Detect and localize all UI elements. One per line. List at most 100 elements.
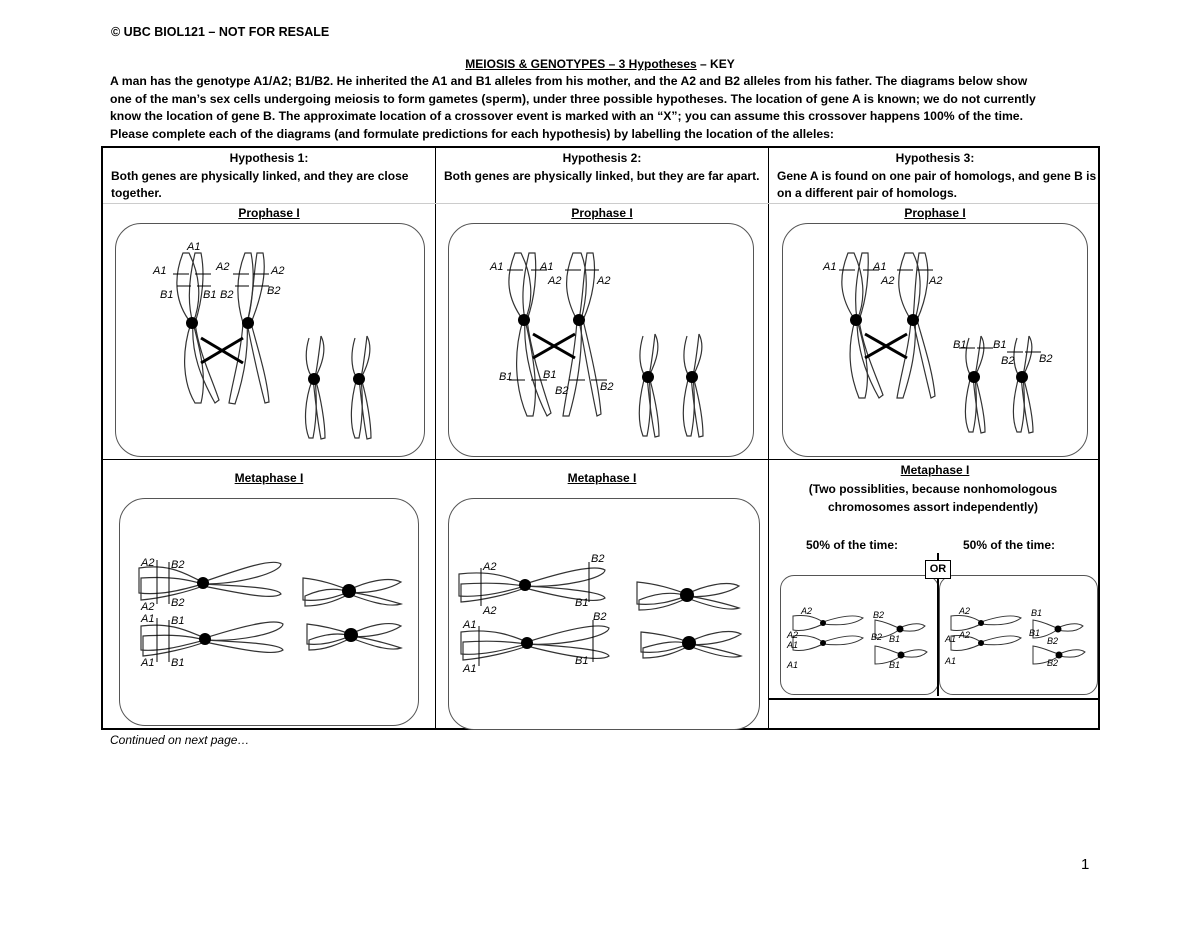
svg-text:B2: B2: [873, 610, 884, 620]
svg-text:B1: B1: [889, 660, 900, 670]
svg-text:A1: A1: [152, 265, 166, 277]
svg-text:B2: B2: [1047, 658, 1058, 668]
svg-text:B1: B1: [953, 339, 966, 351]
svg-text:A1: A1: [539, 261, 553, 273]
svg-text:B1: B1: [203, 289, 216, 301]
hyp3-baseline: [769, 698, 1098, 700]
metaphase-label-2: Metaphase I: [567, 471, 637, 485]
svg-text:B1: B1: [160, 289, 173, 301]
hypothesis-3-desc: Gene A is found on one pair of homologs,…: [777, 169, 1097, 200]
svg-text:A2: A2: [596, 275, 610, 287]
title-main: MEIOSIS & GENOTYPES – 3 Hypotheses: [465, 57, 697, 71]
row-divider: [103, 459, 1098, 460]
svg-text:A2: A2: [140, 601, 154, 613]
svg-text:A1: A1: [822, 261, 836, 273]
svg-text:B1: B1: [171, 615, 184, 627]
svg-text:A1: A1: [462, 663, 476, 675]
svg-text:A1: A1: [944, 656, 956, 666]
svg-text:A2: A2: [880, 275, 894, 287]
prophase-h1-diagram: A1 A1 B1 B1 A2 B2 A2 B2: [152, 241, 372, 440]
svg-text:B2: B2: [1001, 355, 1014, 367]
metaphase-h2-diagram: A2 A2 B2 B1 A1 A1 B2 B1: [458, 553, 743, 675]
cell-metaphase-h3-option-1: [780, 575, 939, 695]
svg-text:B2: B2: [1039, 353, 1052, 365]
intro-line: A man has the genotype A1/A2; B1/B2. He …: [110, 74, 1028, 88]
svg-text:B1: B1: [575, 655, 588, 667]
intro-line: one of the man’s sex cells undergoing me…: [110, 91, 1036, 106]
svg-text:A1: A1: [186, 241, 200, 253]
cell-metaphase-h3-option-2: [939, 575, 1098, 695]
svg-text:A2: A2: [482, 605, 496, 617]
svg-text:A1: A1: [140, 613, 154, 625]
intro-line: know the location of gene B. The approxi…: [110, 109, 1023, 124]
page-title: MEIOSIS & GENOTYPES – 3 Hypotheses – KEY: [0, 57, 1200, 71]
hypothesis-3-metaphase-note: (Two possiblities, because nonhomologous…: [808, 482, 1058, 514]
right-percentage-label: 50% of the time:: [963, 538, 1056, 552]
svg-text:A2: A2: [270, 265, 284, 277]
title-suffix: – KEY: [696, 57, 735, 71]
hypothesis-2-desc: Both genes are physically linked, but th…: [444, 169, 760, 183]
left-percentage-label: 50% of the time:: [806, 538, 899, 552]
prophase-label-3: Prophase I: [904, 206, 966, 220]
svg-text:A2: A2: [958, 630, 970, 640]
svg-text:B1: B1: [575, 597, 588, 609]
svg-text:B2: B2: [591, 553, 604, 565]
or-label: OR: [925, 560, 951, 579]
svg-text:B1: B1: [993, 339, 1006, 351]
header-divider: [103, 203, 1098, 204]
svg-text:B2: B2: [600, 381, 613, 393]
svg-text:A1: A1: [489, 261, 503, 273]
intro-paragraph: A man has the genotype A1/A2; B1/B2. He …: [110, 73, 1100, 143]
svg-text:A1: A1: [786, 660, 798, 670]
hypothesis-2-title: Hypothesis 2:: [562, 151, 642, 165]
svg-text:A2: A2: [786, 630, 798, 640]
hypothesis-3-title: Hypothesis 3:: [895, 151, 975, 165]
svg-text:B2: B2: [267, 285, 280, 297]
column-divider: [768, 148, 769, 728]
cell-prophase-h2: [448, 223, 754, 457]
svg-text:B2: B2: [1047, 636, 1058, 646]
svg-text:A2: A2: [547, 275, 561, 287]
svg-text:B2: B2: [871, 632, 882, 642]
svg-text:B2: B2: [555, 385, 568, 397]
cell-prophase-h1: [115, 223, 425, 457]
svg-text:B1: B1: [1029, 628, 1040, 638]
cell-metaphase-h2: [448, 498, 760, 730]
hypothesis-table: Hypothesis 1: Both genes are physically …: [101, 146, 1100, 730]
svg-text:A2: A2: [140, 557, 154, 569]
cell-metaphase-h1: [119, 498, 419, 726]
svg-text:A1: A1: [786, 640, 798, 650]
chromosome-diagrams: A1 A1 B1 B1 A2 B2 A2 B2: [138, 241, 1086, 675]
metaphase-label-1: Metaphase I: [234, 471, 304, 485]
svg-text:A2: A2: [958, 606, 970, 616]
svg-text:B2: B2: [220, 289, 233, 301]
svg-text:A1: A1: [140, 657, 154, 669]
svg-text:B1: B1: [499, 371, 512, 383]
metaphase-h3-option-1-diagram: A2 A2 A1 A1 B2 B2 B1 B1: [786, 606, 928, 670]
svg-text:B1: B1: [543, 369, 556, 381]
svg-text:B1: B1: [1031, 608, 1042, 618]
svg-text:B2: B2: [593, 611, 606, 623]
svg-text:A1: A1: [944, 634, 956, 644]
intro-line: Please complete each of the diagrams (an…: [110, 126, 834, 141]
svg-text:B2: B2: [171, 597, 184, 609]
cell-prophase-h3: [782, 223, 1088, 457]
svg-text:A2: A2: [215, 261, 229, 273]
svg-text:B2: B2: [171, 559, 184, 571]
svg-text:A1: A1: [462, 619, 476, 631]
svg-text:B1: B1: [171, 657, 184, 669]
prophase-h2-diagram: A1 A1 A2 A2 B1 B1 B2 B2: [489, 252, 704, 438]
column-divider: [435, 148, 436, 728]
svg-text:A2: A2: [928, 275, 942, 287]
hypothesis-1-title: Hypothesis 1:: [229, 151, 309, 165]
prophase-label-2: Prophase I: [571, 206, 633, 220]
hypothesis-1-desc: Both genes are physically linked, and th…: [111, 169, 409, 200]
metaphase-label-3: Metaphase I: [900, 463, 970, 477]
metaphase-h1-diagram: A2 B2 A2 B2 A1 B1 A1 B1: [138, 557, 404, 669]
svg-text:A2: A2: [800, 606, 812, 616]
svg-text:B1: B1: [889, 634, 900, 644]
svg-text:A1: A1: [872, 261, 886, 273]
svg-text:A2: A2: [482, 561, 496, 573]
page-number: 1: [1081, 856, 1090, 873]
continued-note: Continued on next page…: [110, 733, 250, 747]
